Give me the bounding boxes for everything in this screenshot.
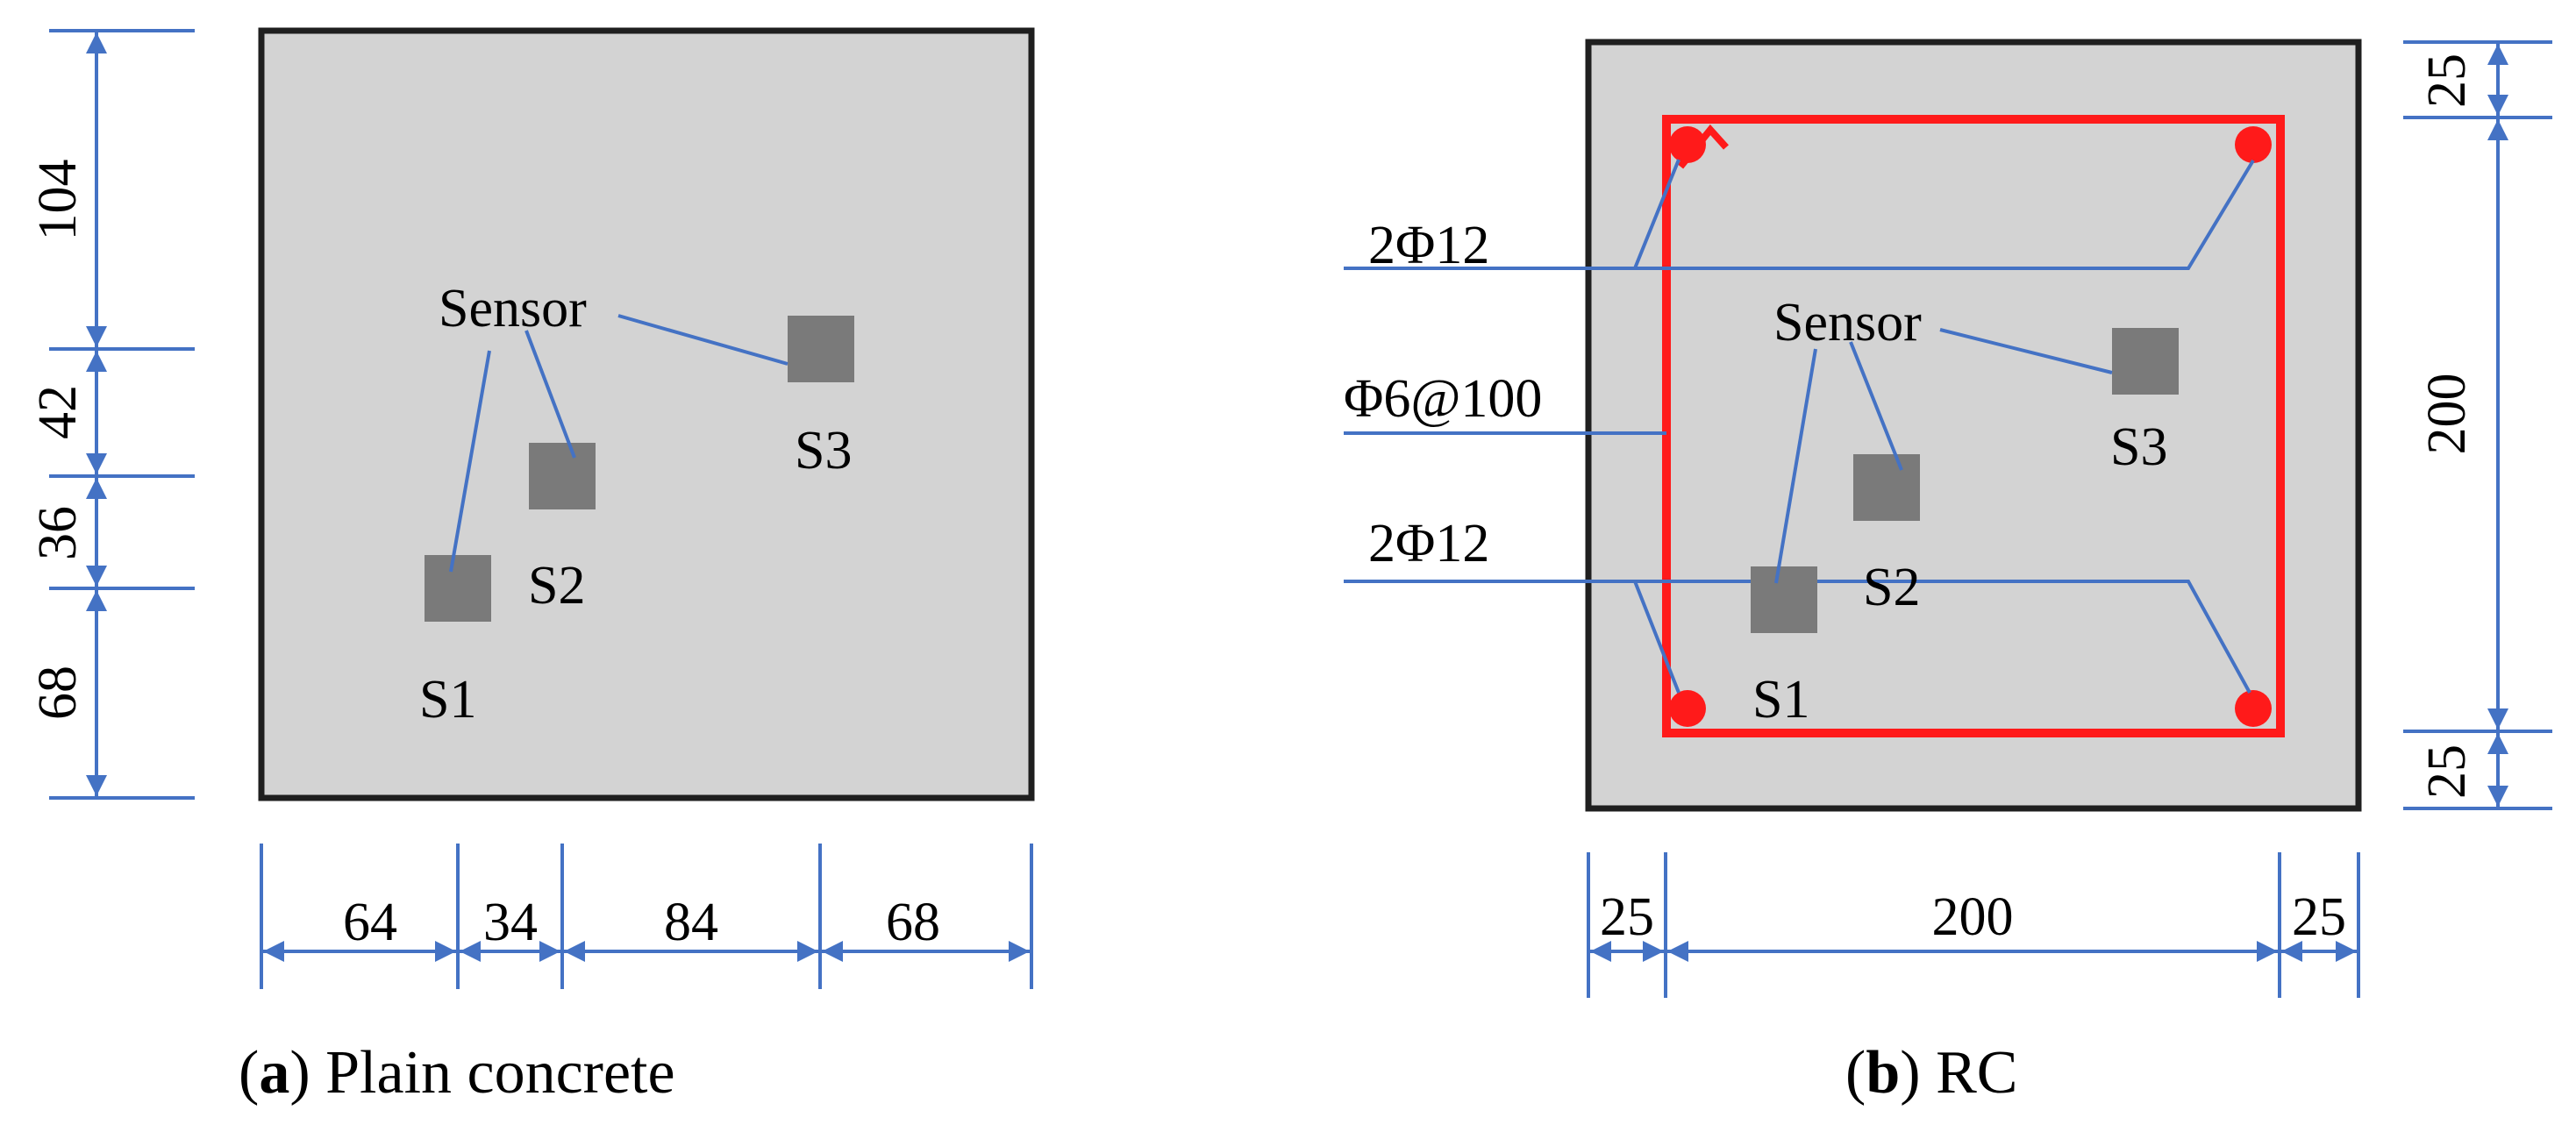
sensor-s1-label-a: S1: [419, 670, 476, 730]
sensor-leaders-a: [449, 314, 788, 573]
vertical-dimensions-a: [49, 29, 195, 800]
rebar-bottom-left: [1669, 690, 1706, 727]
sensor-s3-label-a: S3: [795, 421, 852, 481]
sensor-s1-b: [1751, 566, 1817, 633]
dim-b-v2: 200: [2417, 374, 2477, 455]
sensor-s1-label-b: S1: [1752, 670, 1809, 730]
stirrup-b: [1662, 115, 2285, 737]
dim-a-v1: 104: [28, 160, 88, 241]
sensor-label-b: Sensor: [1773, 293, 1922, 352]
dim-a-v2: 42: [28, 385, 88, 439]
caption-a: (a) Plain concrete: [239, 1039, 675, 1107]
panel-a: 104 42 36 68 64 34 84 68 Senso: [28, 27, 1035, 1107]
dim-b-h2: 200: [1932, 887, 2014, 947]
concrete-section-b: [1585, 39, 2362, 812]
horizontal-dimensions-a: [260, 844, 1033, 989]
panel-b: 25 200 25 25 200 25: [1344, 39, 2552, 1107]
dim-a-h4: 68: [886, 893, 940, 952]
rebar-top-left: [1669, 126, 1706, 163]
rebar-top-right: [2235, 126, 2272, 163]
caption-b: (b) RC: [1845, 1039, 2017, 1107]
dim-a-v3: 36: [28, 506, 88, 560]
sensor-s3-a: [788, 316, 854, 382]
rebar-leaders-b: [1344, 159, 2255, 694]
horizontal-dimensions-b: [1587, 852, 2360, 998]
sensor-s3-label-b: S3: [2110, 417, 2167, 477]
dim-a-h2: 34: [483, 893, 538, 952]
rebar-top-label: 2Φ12: [1368, 216, 1489, 275]
dim-b-v3: 25: [2417, 744, 2477, 799]
sensor-s2-label-b: S2: [1863, 558, 1920, 617]
dim-b-h3: 25: [2292, 887, 2346, 947]
sensor-s3-b: [2112, 328, 2179, 395]
dim-a-h1: 64: [343, 893, 397, 952]
stirrup-label: Φ6@100: [1344, 369, 1542, 429]
dim-a-v4: 68: [28, 666, 88, 720]
concrete-section-a: [258, 27, 1035, 801]
sensor-leaders-b: [1774, 328, 2113, 584]
dim-b-v1: 25: [2417, 53, 2477, 108]
vertical-dimensions-b: [2403, 40, 2552, 810]
sensor-label-a: Sensor: [439, 279, 587, 338]
sensor-s1-a: [425, 555, 491, 622]
dim-b-h1: 25: [1600, 887, 1654, 947]
sensor-s2-label-a: S2: [528, 556, 585, 616]
dim-a-h3: 84: [664, 893, 718, 952]
rebar-bottom-label: 2Φ12: [1368, 514, 1489, 573]
rebar-bottom-right: [2235, 690, 2272, 727]
sensor-s2-b: [1853, 454, 1920, 521]
sensor-s2-a: [529, 443, 596, 509]
